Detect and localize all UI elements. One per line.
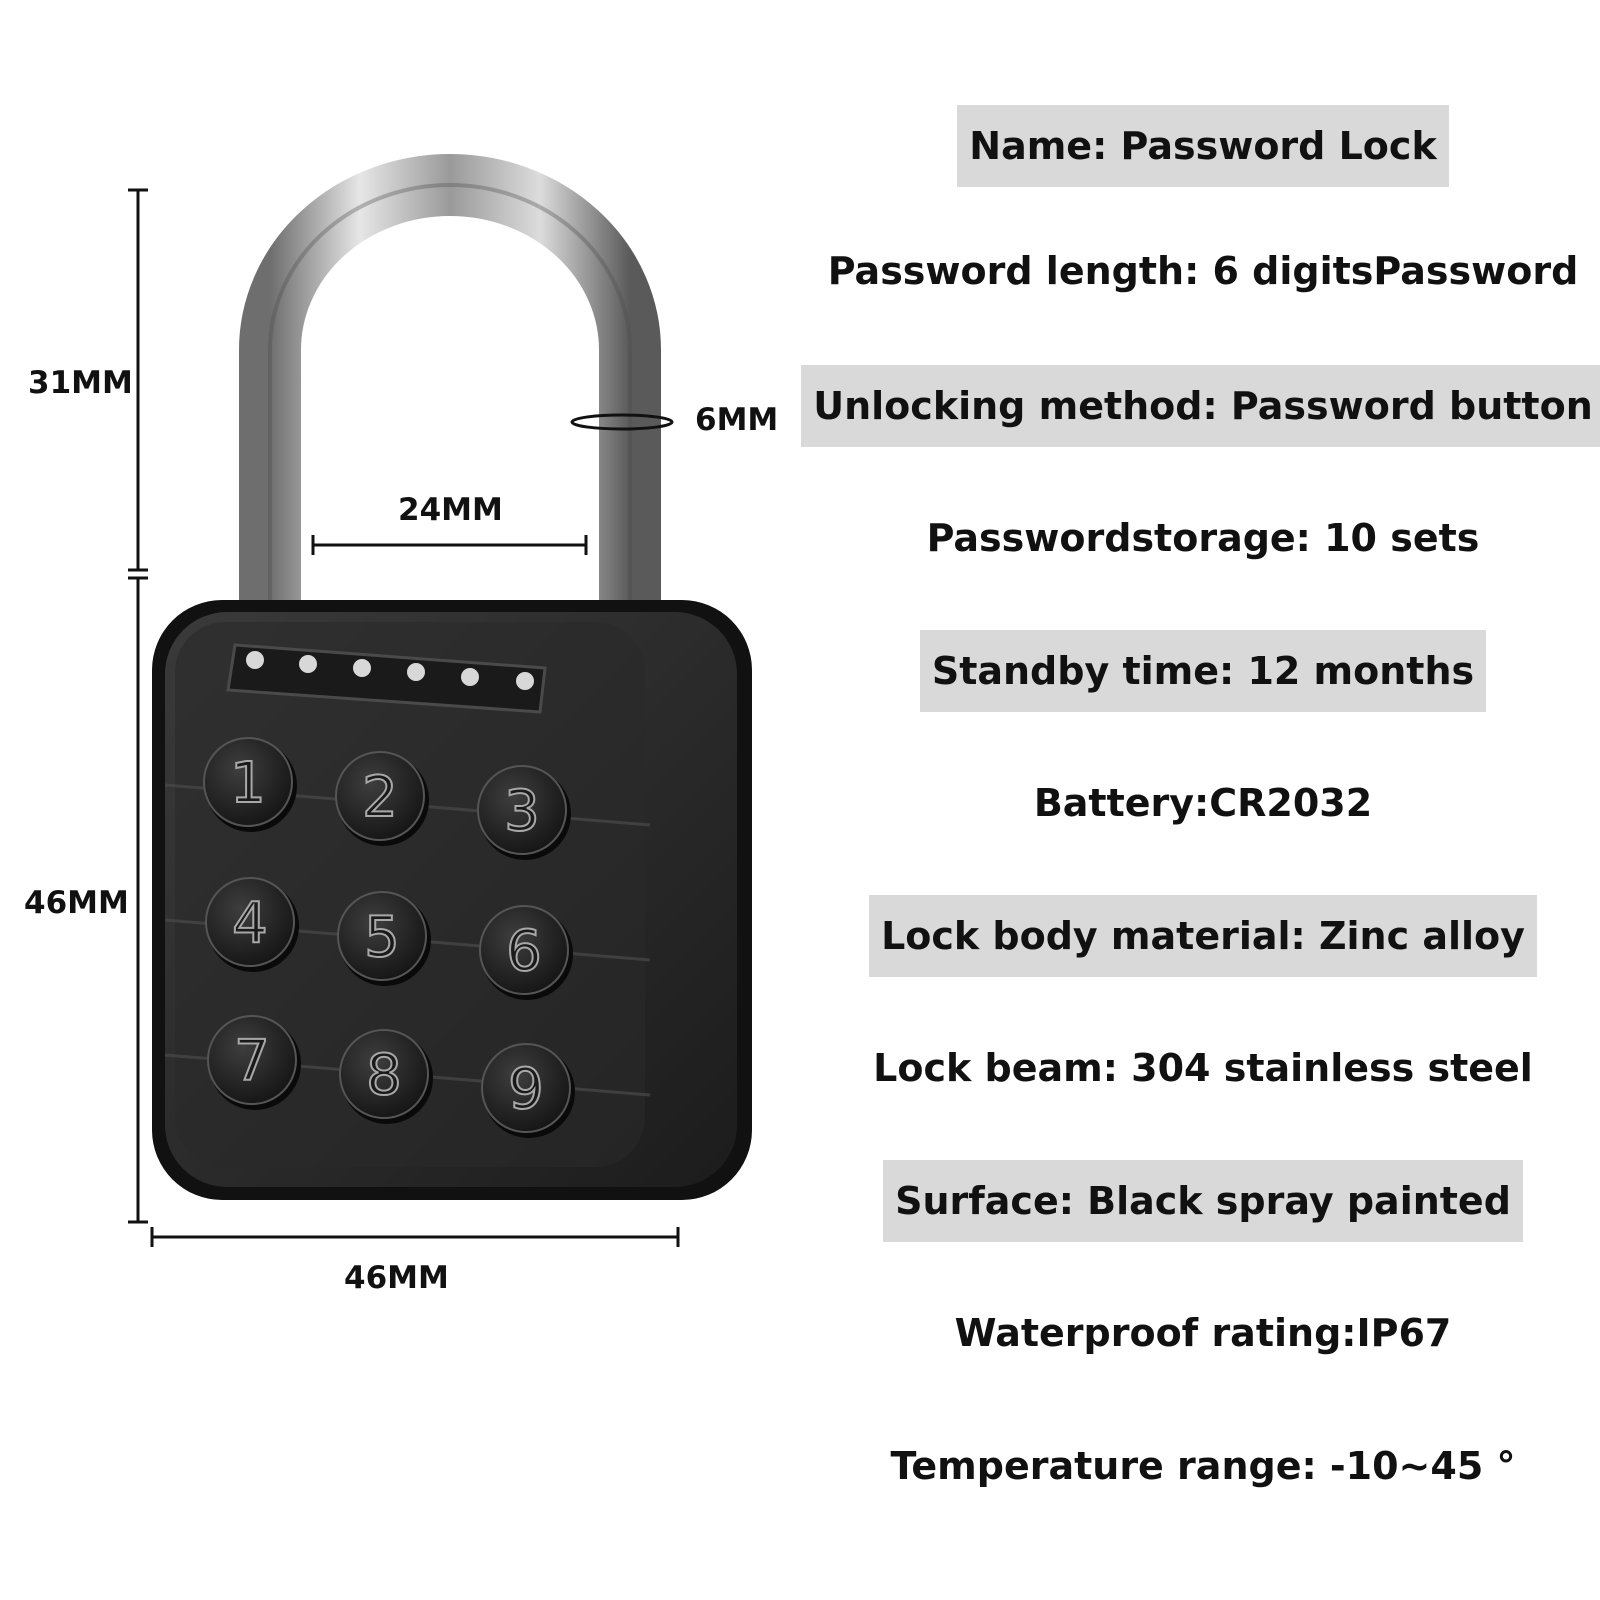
body-width-label: 46MM [344,1260,449,1296]
spec-unlocking-method: Unlocking method: Password button [801,365,1600,447]
spec-text: Name: Password Lock [957,105,1449,187]
spec-temperature: Temperature range: -10~45 ° [812,1425,1594,1507]
keypad-digit: 1 [230,751,266,816]
spec-name: Name: Password Lock [812,105,1594,187]
indicator-light [299,655,317,673]
keypad: 1 2 3 4 5 6 7 8 9 [203,737,575,1138]
keypad-button-8[interactable]: 8 [339,1029,433,1124]
spec-body-material: Lock body material: Zinc alloy [812,895,1594,977]
spec-standby-time: Standby time: 12 months [812,630,1594,712]
spec-text: Waterproof rating:IP67 [954,1311,1452,1355]
spec-text: Unlocking method: Password button [801,365,1600,447]
spec-password-storage: Passwordstorage: 10 sets [812,497,1594,579]
keypad-button-3[interactable]: 3 [477,765,571,860]
spec-password-length: Password length: 6 digitsPassword [812,230,1594,312]
keypad-button-4[interactable]: 4 [205,877,299,972]
shackle-width-label: 24MM [398,492,503,528]
keypad-digit: 2 [362,765,398,830]
keypad-digit: 3 [504,779,540,844]
indicator-strip [226,643,547,714]
keypad-digit: 7 [234,1029,270,1094]
padlock-illustration: 1 2 3 4 5 6 7 8 9 [128,154,752,1247]
keypad-button-2[interactable]: 2 [335,751,429,846]
keypad-button-5[interactable]: 5 [337,891,431,986]
shackle-thickness-label: 6MM [695,402,779,438]
spec-battery: Battery:CR2032 [812,762,1594,844]
spec-lock-beam: Lock beam: 304 stainless steel [812,1027,1594,1109]
spec-text: Standby time: 12 months [919,630,1487,712]
spec-text: Password length: 6 digitsPassword [827,249,1579,293]
body-height-label: 46MM [24,885,129,921]
keypad-digit: 4 [232,891,268,956]
keypad-digit: 5 [364,905,400,970]
spec-text: Battery:CR2032 [1033,781,1373,825]
keypad-button-1[interactable]: 1 [203,737,297,832]
spec-text: Surface: Black spray painted [883,1160,1523,1242]
spec-text: Temperature range: -10~45 ° [890,1444,1516,1488]
indicator-light [461,668,479,686]
keypad-digit: 8 [366,1043,402,1108]
indicator-light [353,659,371,677]
spec-surface: Surface: Black spray painted [812,1160,1594,1242]
keypad-digit: 6 [506,919,542,984]
keypad-button-7[interactable]: 7 [207,1015,301,1110]
spec-text: Passwordstorage: 10 sets [926,516,1480,560]
shackle-height-label: 31MM [28,365,133,401]
indicator-light [246,651,264,669]
spec-text: Lock body material: Zinc alloy [869,895,1537,977]
indicator-light [407,663,425,681]
shackle [239,154,661,615]
keypad-button-9[interactable]: 9 [481,1043,575,1138]
keypad-digit: 9 [508,1057,544,1122]
spec-waterproof: Waterproof rating:IP67 [812,1292,1594,1374]
keypad-button-6[interactable]: 6 [479,905,573,1000]
indicator-light [516,672,534,690]
spec-text: Lock beam: 304 stainless steel [873,1046,1533,1090]
